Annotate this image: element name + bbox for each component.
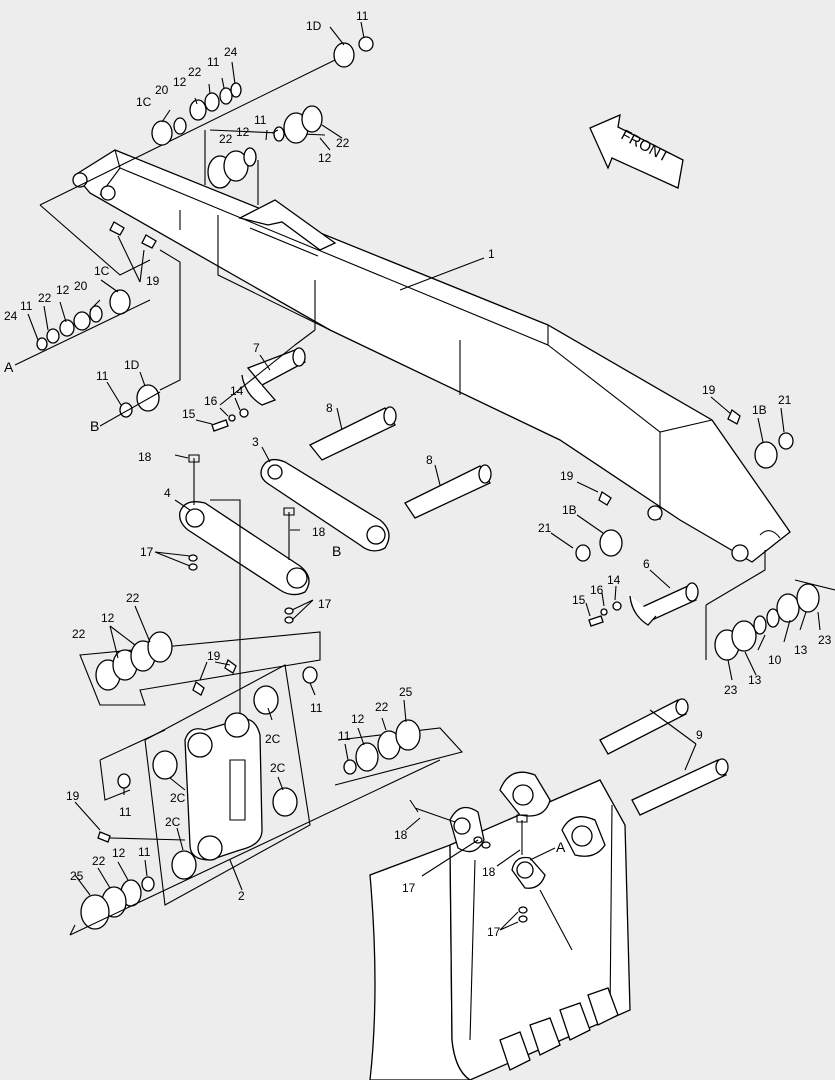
- label-17-bucket-bottom: 17: [487, 925, 501, 939]
- label-11-top2: 11: [207, 55, 220, 69]
- label-18-bucket-mid: 18: [482, 865, 496, 879]
- label-7: 7: [253, 341, 260, 355]
- label-1c-left: 1C: [94, 264, 110, 278]
- label-11-left: 11: [20, 299, 33, 313]
- label-22-left: 22: [38, 291, 52, 305]
- label-8-bottom: 8: [426, 453, 433, 467]
- label-24-left: 24: [4, 309, 18, 323]
- label-10: 10: [768, 653, 782, 667]
- middle-right-stack: [334, 719, 464, 786]
- label-25-stack: 25: [399, 685, 413, 699]
- label-23-right: 23: [818, 633, 832, 647]
- label-22-right: 22: [336, 136, 350, 150]
- label-12-mid: 12: [236, 125, 250, 139]
- label-a-bucket: A: [556, 839, 566, 855]
- front-arrow: FRONT: [589, 113, 684, 189]
- label-b-left: B: [90, 418, 99, 434]
- label-11-stack: 11: [338, 729, 351, 743]
- label-11-lower-right: 11: [310, 701, 323, 715]
- label-22-top: 22: [188, 65, 202, 79]
- label-8-top: 8: [326, 401, 333, 415]
- right-parts: [575, 408, 835, 661]
- label-16-left: 16: [204, 394, 218, 408]
- label-16-right: 16: [590, 583, 604, 597]
- label-a-left: A: [4, 359, 14, 375]
- label-20-left: 20: [74, 279, 88, 293]
- label-19-right: 19: [702, 383, 716, 397]
- label-18-top: 18: [138, 450, 152, 464]
- label-17-bucket-left: 17: [402, 881, 416, 895]
- label-17-mid: 17: [318, 597, 332, 611]
- label-12-left: 12: [56, 283, 70, 297]
- label-2c-a: 2C: [265, 732, 281, 746]
- part-labels: 1D 11 24 11 22 12 20 1C 11 12 22 22 12 1…: [4, 9, 832, 939]
- label-11-lower-left: 11: [119, 805, 132, 819]
- label-19-lower-left: 19: [66, 789, 80, 803]
- label-19-mid: 19: [560, 469, 574, 483]
- label-12-stack: 12: [351, 712, 365, 726]
- label-23-left: 23: [724, 683, 738, 697]
- label-19-lower: 19: [207, 649, 221, 663]
- label-1b-mid: 1B: [562, 503, 577, 517]
- label-21-mid: 21: [538, 521, 552, 535]
- label-22-lower-top: 22: [126, 591, 140, 605]
- label-13-right: 13: [794, 643, 808, 657]
- label-13-left: 13: [748, 673, 762, 687]
- label-18-mid: 18: [312, 525, 326, 539]
- label-1c-top: 1C: [136, 95, 152, 109]
- label-15-right: 15: [572, 593, 586, 607]
- label-3: 3: [252, 435, 259, 449]
- label-18-bucket-left: 18: [394, 828, 408, 842]
- leader-lines: [27, 21, 821, 931]
- label-11-bottom: 11: [138, 845, 151, 859]
- label-19-left: 19: [146, 274, 160, 288]
- label-22-bottom: 22: [92, 854, 106, 868]
- label-17-left: 17: [140, 545, 154, 559]
- label-20-top: 20: [155, 83, 169, 97]
- label-25-bottom: 25: [70, 869, 84, 883]
- label-12-bottom: 12: [112, 846, 126, 860]
- label-12-right: 12: [318, 151, 332, 165]
- label-1-arm: 1: [488, 247, 495, 261]
- label-1d-left: 1D: [124, 358, 140, 372]
- label-2c-b: 2C: [270, 761, 286, 775]
- label-22-stack: 22: [375, 700, 389, 714]
- bucket-assembly: [369, 698, 729, 1080]
- label-21-top: 21: [778, 393, 792, 407]
- label-2c-d: 2C: [165, 815, 181, 829]
- top-left-parts: [14, 36, 374, 427]
- label-11-left2: 11: [96, 369, 109, 383]
- lower-link-group: [69, 631, 441, 936]
- label-b-mid: B: [332, 543, 341, 559]
- middle-parts: [179, 329, 492, 770]
- label-11-mid: 11: [254, 113, 267, 127]
- label-4: 4: [164, 486, 171, 500]
- label-9: 9: [696, 728, 703, 742]
- label-22-lower-left: 22: [72, 627, 86, 641]
- label-1b-top: 1B: [752, 403, 767, 417]
- label-2: 2: [238, 889, 245, 903]
- arm-body: [72, 149, 791, 563]
- label-1d-top: 1D: [306, 19, 322, 33]
- label-24-top: 24: [224, 45, 238, 59]
- label-11-top: 11: [356, 9, 369, 23]
- label-15-left: 15: [182, 407, 196, 421]
- label-12-lower: 12: [101, 611, 115, 625]
- label-14-left: 14: [230, 384, 244, 398]
- label-12-top: 12: [173, 75, 187, 89]
- label-22-mid: 22: [219, 132, 233, 146]
- label-2c-c: 2C: [170, 791, 186, 805]
- label-6: 6: [643, 557, 650, 571]
- label-14-right: 14: [607, 573, 621, 587]
